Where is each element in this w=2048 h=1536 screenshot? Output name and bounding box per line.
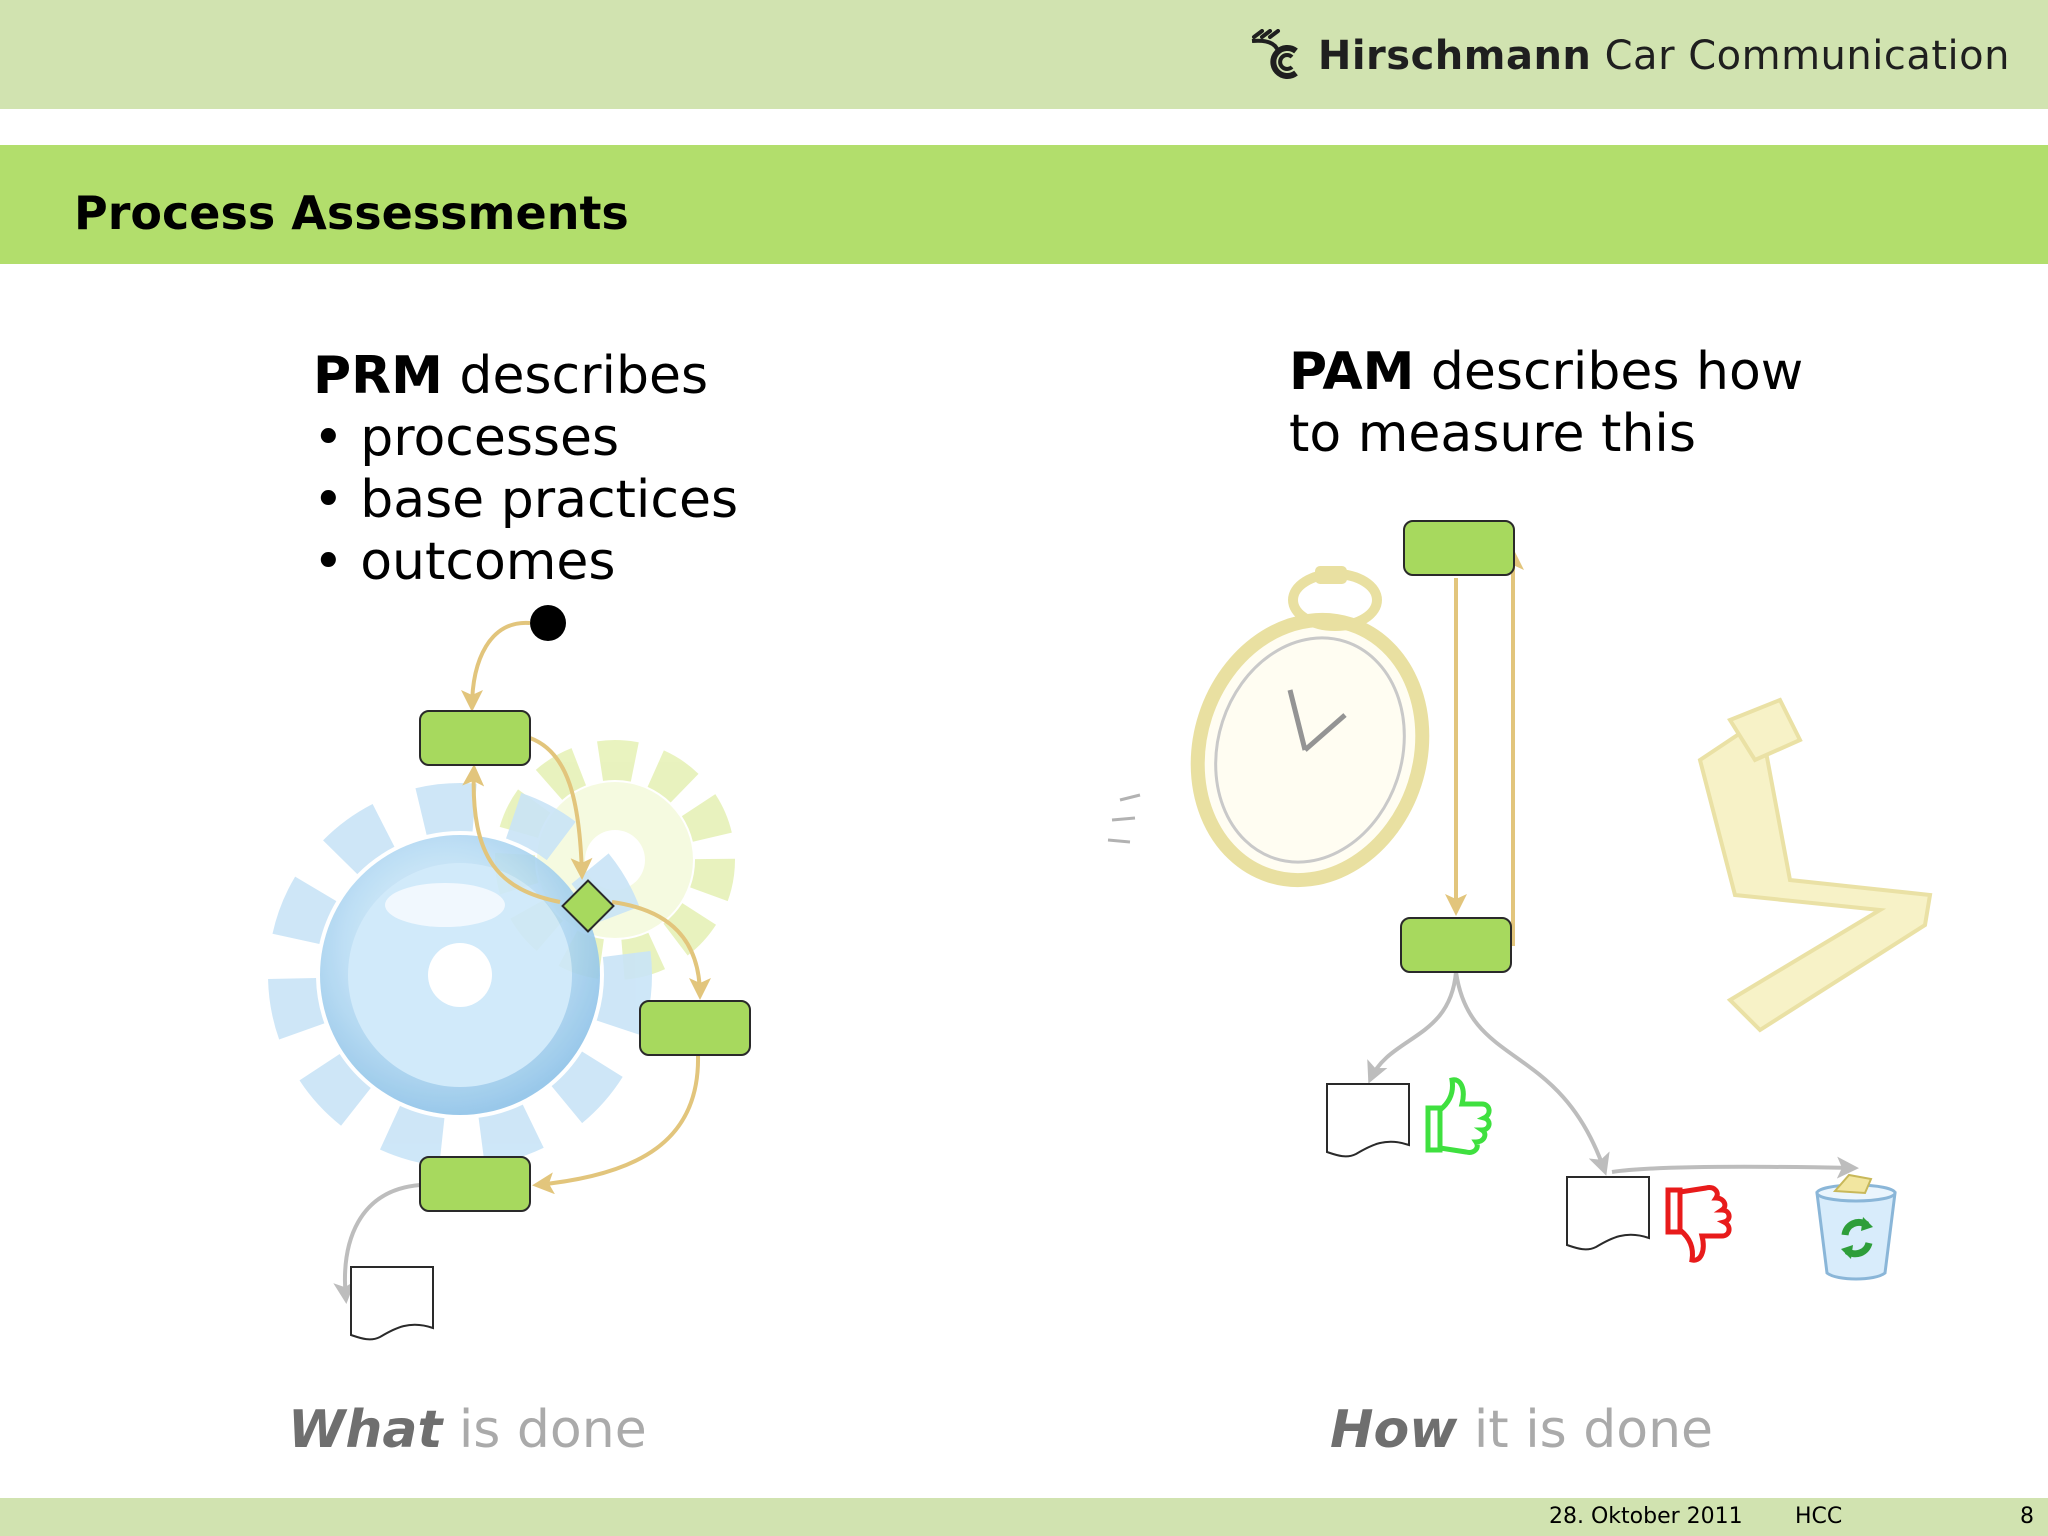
company-logo: Hirschmann Car Communication (1248, 26, 2010, 86)
caption-how: How it is done (1330, 1400, 1714, 1460)
caption-what: What is done (288, 1400, 647, 1460)
footer-page-number: 8 (2020, 1504, 2034, 1529)
pam-description: PAM describes how to measure this (1289, 341, 1803, 465)
title-band (0, 145, 2048, 264)
footer-org: HCC (1795, 1504, 1843, 1529)
decision-diamond-icon (561, 879, 615, 933)
document-icon (1326, 1083, 1410, 1158)
gear-icon (268, 783, 652, 1167)
footer-band (0, 1498, 2048, 1536)
process-box (1400, 917, 1512, 973)
recycle-bin-icon (1815, 1173, 1897, 1281)
header-band (0, 0, 2048, 109)
pam-line: to measure this (1289, 404, 1696, 464)
start-node-icon (530, 605, 566, 641)
process-box (419, 710, 531, 766)
pam-heading: PAM describes how (1289, 342, 1804, 402)
prm-heading: PRM describes (313, 346, 709, 406)
thumbs-down-icon (1665, 1185, 1732, 1263)
stopwatch-icon (1107, 566, 1430, 888)
process-box (639, 1000, 751, 1056)
document-icon (1566, 1176, 1650, 1251)
prm-bullet: • outcomes (313, 532, 616, 592)
hirschmann-antler-logo-icon (1251, 29, 1298, 79)
document-icon (350, 1266, 434, 1341)
process-box (419, 1156, 531, 1212)
logo-text: Hirschmann Car Communication (1317, 33, 2010, 79)
slide-title: Process Assessments (74, 186, 629, 240)
prm-description: PRM describes • processes • base practic… (313, 345, 738, 593)
folding-ruler-icon (1697, 697, 1933, 1033)
footer-date: 28. Oktober 2011 (1549, 1504, 1743, 1529)
prm-bullet: • base practices (313, 470, 739, 530)
prm-bullet: • processes (313, 408, 620, 468)
thumbs-up-icon (1425, 1077, 1492, 1155)
process-box (1403, 520, 1515, 576)
